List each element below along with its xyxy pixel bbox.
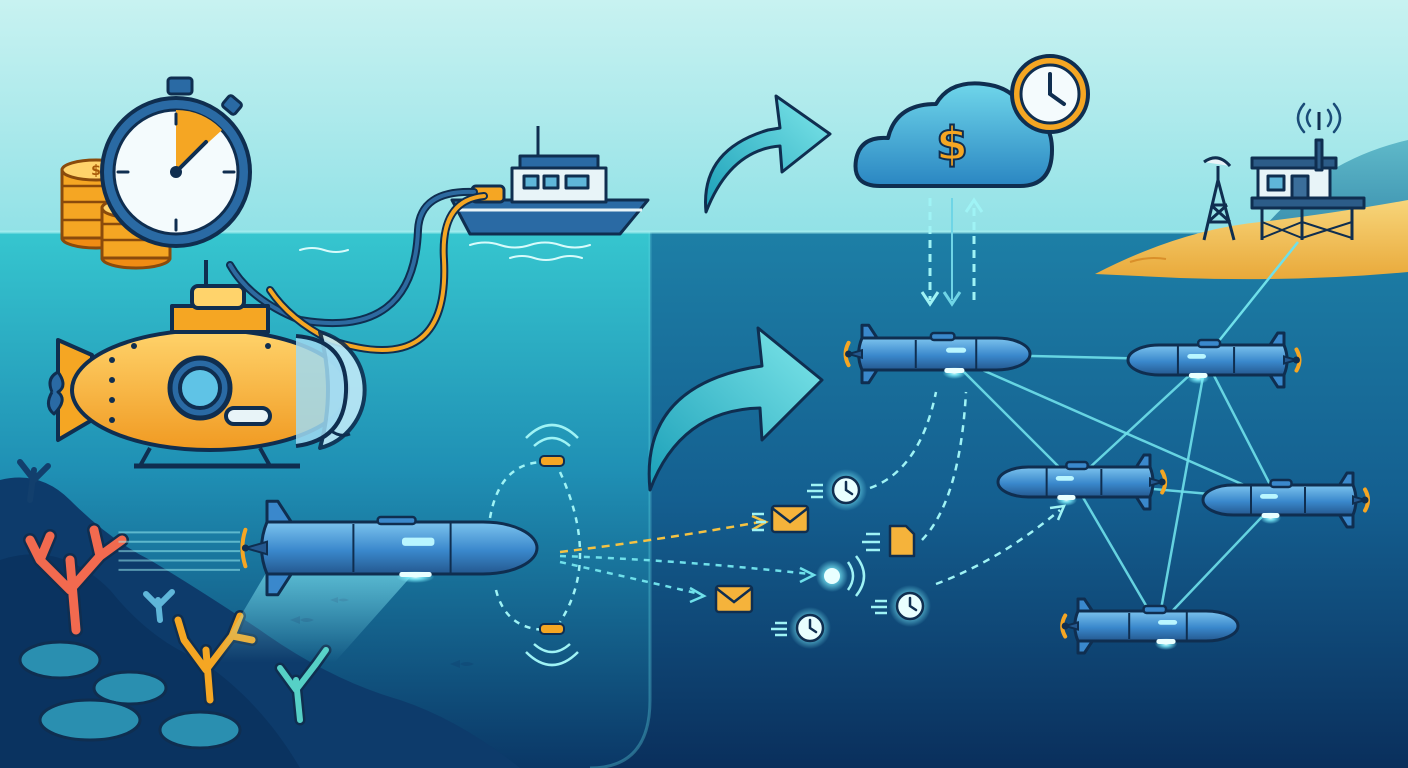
auv-icon bbox=[118, 499, 539, 663]
cloud-data-link bbox=[920, 197, 984, 307]
clock-icon bbox=[771, 607, 831, 649]
clock-icon bbox=[871, 585, 931, 627]
antenna-tower-icon bbox=[1202, 156, 1236, 241]
clock-icon bbox=[1010, 54, 1090, 134]
auv-icon bbox=[1126, 331, 1302, 389]
clock-icon bbox=[807, 469, 867, 511]
auv-icon bbox=[843, 323, 1032, 385]
signal-icon bbox=[525, 423, 579, 467]
document-icon bbox=[862, 524, 916, 558]
auv-icon bbox=[1060, 597, 1240, 655]
shore-link bbox=[1209, 241, 1299, 353]
network-link bbox=[945, 352, 1279, 502]
cloud-icon bbox=[853, 81, 1054, 188]
network-link bbox=[1072, 481, 1160, 627]
shore-station-icon bbox=[1250, 112, 1366, 240]
support-ship-icon bbox=[450, 126, 650, 236]
coin-symbol: $ bbox=[91, 163, 101, 179]
surface-waves bbox=[299, 241, 591, 261]
auv-fleet bbox=[118, 323, 1370, 663]
network-link bbox=[1157, 499, 1279, 627]
auv-icon bbox=[1201, 471, 1370, 529]
stopwatch-icon bbox=[100, 76, 252, 248]
auv-icon bbox=[996, 453, 1168, 511]
cloud-currency-symbol: $ bbox=[936, 117, 968, 171]
tether-cables bbox=[226, 187, 488, 354]
network-link bbox=[1156, 359, 1208, 627]
signal-icon bbox=[525, 623, 579, 667]
network-link bbox=[945, 353, 1075, 483]
clock-icons-group bbox=[771, 469, 931, 649]
curved-arrow-icon bbox=[704, 94, 832, 214]
network-link bbox=[1073, 359, 1207, 483]
antenna-signal-icon bbox=[1296, 102, 1342, 134]
manned-submersible-icon bbox=[47, 260, 367, 469]
signal-icon bbox=[816, 555, 866, 597]
curved-arrow-icon bbox=[647, 326, 824, 492]
envelope-icon bbox=[752, 504, 810, 534]
envelope-icon bbox=[714, 584, 754, 614]
panel-divider bbox=[589, 232, 652, 768]
network-link bbox=[1204, 359, 1280, 501]
